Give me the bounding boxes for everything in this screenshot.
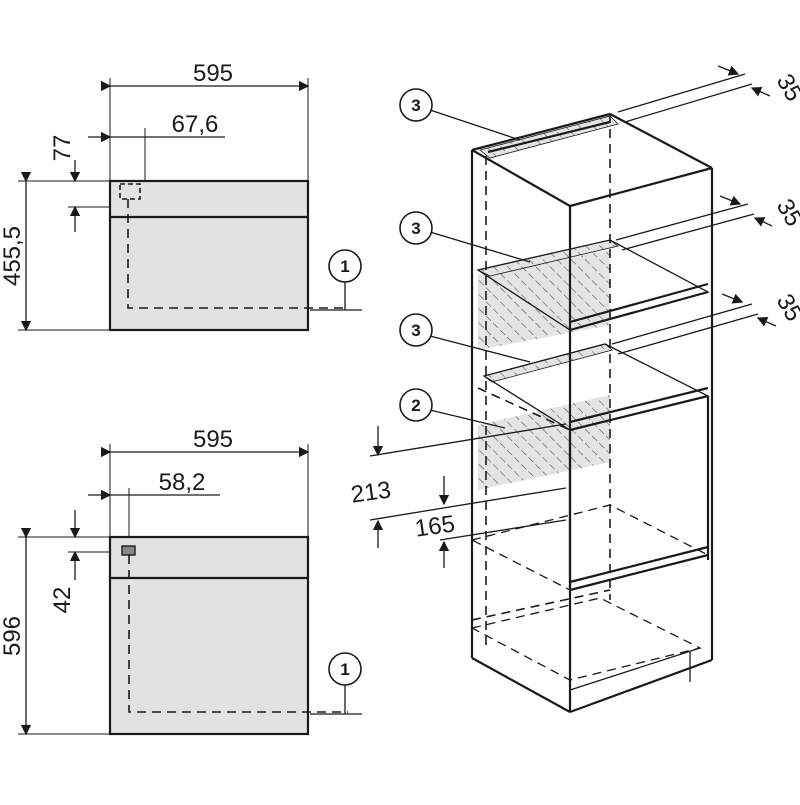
shelf-lower [470, 504, 710, 591]
callout-top-circle [399, 88, 433, 122]
cabinet-bottom-front-edge [471, 657, 571, 713]
bottom-callout-circle [328, 652, 362, 686]
top-offset-label: 67,6 [172, 111, 219, 138]
bottom-appliance-body [108, 535, 310, 736]
bottom-offset-label: 58,2 [159, 469, 206, 496]
callout-top-number: 3 [411, 96, 420, 115]
callout-vent-number: 2 [411, 396, 420, 415]
bottom-cable-route [128, 555, 348, 713]
depth-lower-label: 35 [771, 290, 800, 327]
top-connection-box [119, 183, 141, 200]
shelf-upper-front [569, 290, 709, 332]
cabinet-top-inner [487, 120, 611, 154]
cabinet-base-hidden [470, 597, 702, 681]
callout-vent-leader [429, 409, 506, 429]
callout-low-circle [399, 313, 433, 347]
depth-middle-arrow1 [719, 195, 742, 206]
vert-upper-ext [369, 423, 567, 457]
depth-lower-arrow1 [721, 293, 744, 304]
top-callout-number: 1 [340, 257, 349, 276]
depth-upper-ext2 [624, 83, 753, 123]
vert-upper-label: 213 [349, 476, 392, 508]
cabinet-top-front-edge [471, 149, 571, 207]
plinth-top [569, 647, 701, 691]
vert-lower-ext [439, 519, 567, 541]
cabinet-low-vent-strip [483, 343, 613, 383]
cabinet-top-back-edge [609, 113, 713, 169]
bottom-width-label: 595 [193, 426, 233, 453]
cabinet-top-left-edge [471, 112, 611, 152]
top-cable-route [127, 199, 348, 309]
depth-upper-ext1 [617, 73, 746, 113]
depth-upper-arrow1 [717, 65, 740, 76]
callout-mid-circle [399, 211, 433, 245]
shelf-middle-front-top [569, 386, 709, 424]
vent-area-upper [478, 250, 610, 350]
bottom-appliance-view: 595 58,2 42 596 1 [0, 426, 362, 736]
top-appliance-view: 595 67,6 77 455,5 1 [0, 60, 362, 332]
callout-low-number: 3 [411, 321, 420, 340]
cabinet-hidden-floor-left [471, 589, 611, 621]
shelf-lower-front [569, 553, 709, 592]
top-small-label: 77 [49, 135, 76, 162]
depth-lower-ext1 [611, 303, 753, 345]
top-appliance-body [108, 179, 310, 332]
depth-upper-label: 35 [771, 70, 800, 107]
depth-middle-label: 35 [771, 195, 800, 232]
callout-vent-circle [399, 388, 433, 422]
depth-middle-ext2 [621, 213, 755, 251]
top-height-label: 455,5 [0, 226, 26, 286]
vert-mid-ext [369, 487, 567, 521]
shelf-lower-front-top [569, 545, 709, 584]
vert-lower-label: 165 [413, 510, 456, 542]
tall-cabinet-view: 35 35 35 213 165 3 3 3 2 [349, 65, 800, 714]
callout-mid-number: 3 [411, 219, 420, 238]
callout-mid-leader [429, 231, 531, 263]
shelf-middle-front [569, 394, 709, 432]
depth-middle-arrow2 [753, 217, 773, 227]
cabinet-top-right-edge [569, 166, 713, 208]
vent-area-lower [478, 395, 610, 490]
callout-low-leader [429, 335, 531, 363]
bottom-callout-number: 1 [340, 660, 349, 679]
top-callout-circle [328, 249, 362, 283]
callout-top-leader [429, 109, 521, 141]
bottom-height-label: 596 [0, 616, 26, 656]
depth-middle-ext1 [615, 203, 749, 241]
bottom-connection-box [121, 545, 136, 556]
depth-lower-ext2 [617, 313, 759, 355]
depth-upper-arrow2 [750, 86, 771, 97]
bottom-small-label: 42 [49, 587, 76, 614]
top-width-label: 595 [193, 60, 233, 87]
shelf-upper-front-top [569, 282, 709, 324]
depth-lower-arrow2 [756, 316, 777, 327]
cabinet-bottom-right-edge [569, 658, 713, 714]
shelf-middle-hidden [477, 387, 571, 431]
